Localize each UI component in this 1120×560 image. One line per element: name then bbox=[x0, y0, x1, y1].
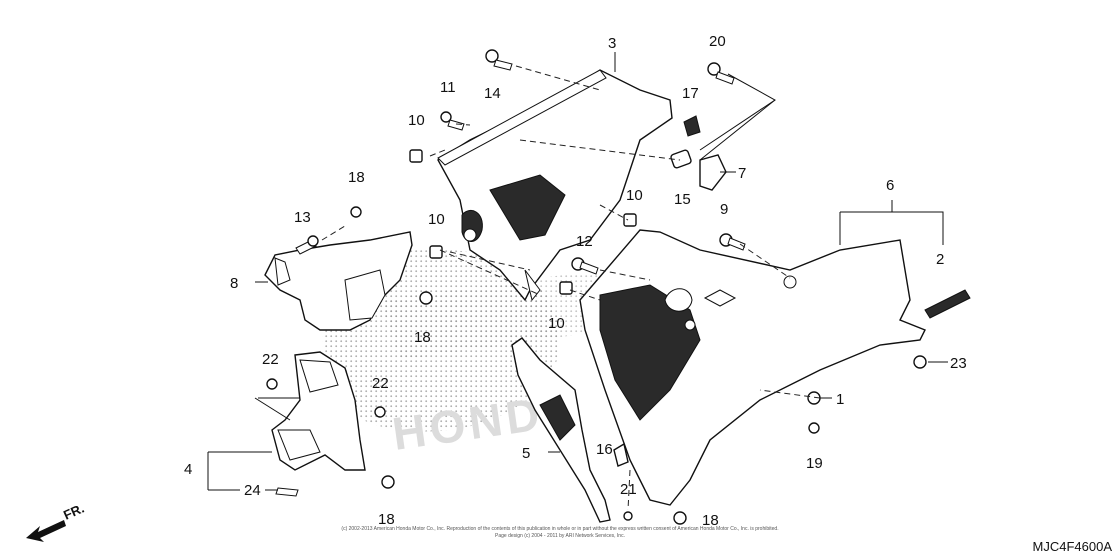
callout-10-a: 10 bbox=[408, 112, 425, 129]
callout-22-b: 22 bbox=[372, 375, 389, 392]
screw-21 bbox=[623, 511, 633, 521]
bolt-13 bbox=[295, 235, 319, 255]
screw-18d bbox=[673, 511, 687, 525]
front-arrow-icon: FR. bbox=[26, 501, 86, 542]
callout-10-c: 10 bbox=[626, 187, 643, 204]
bolt-11 bbox=[440, 111, 465, 131]
callout-18-c: 18 bbox=[378, 511, 395, 528]
callout-6: 6 bbox=[886, 177, 894, 194]
nut-10b bbox=[429, 245, 443, 259]
callout-21: 21 bbox=[620, 481, 637, 498]
part-6-lower-cowl bbox=[579, 229, 926, 506]
callout-18-a: 18 bbox=[348, 169, 365, 186]
screw-22a bbox=[266, 378, 278, 390]
screw-18c bbox=[381, 475, 395, 489]
callout-2: 2 bbox=[936, 251, 944, 268]
callout-10-d: 10 bbox=[548, 315, 565, 332]
callout-17: 17 bbox=[682, 85, 699, 102]
callout-9: 9 bbox=[720, 201, 728, 218]
callout-3: 3 bbox=[608, 35, 616, 52]
callout-20: 20 bbox=[709, 33, 726, 50]
callout-18-d: 18 bbox=[702, 512, 719, 529]
callout-labels: 3 20 11 14 17 10 7 15 10 18 13 10 9 6 12… bbox=[184, 33, 967, 529]
callout-11: 11 bbox=[440, 79, 456, 96]
part-4-duct bbox=[271, 351, 366, 471]
screw-22b bbox=[374, 406, 386, 418]
callout-23: 23 bbox=[950, 355, 967, 372]
diagram-code: MJC4F4600A bbox=[1032, 539, 1112, 554]
callout-14: 14 bbox=[484, 85, 501, 102]
callout-13: 13 bbox=[294, 209, 311, 226]
callout-24: 24 bbox=[244, 482, 261, 499]
part-3-inner-panel bbox=[437, 69, 673, 302]
bolt-20 bbox=[707, 62, 735, 85]
part-5-side-piece bbox=[511, 337, 611, 523]
copyright-line-2: Page design (c) 2004 - 2011 by ARI Netwo… bbox=[495, 533, 625, 539]
part-24-strip bbox=[275, 487, 299, 497]
nut-10d bbox=[559, 281, 573, 295]
part-17-clip bbox=[683, 115, 701, 137]
screw-18b bbox=[419, 291, 433, 305]
bolt-12 bbox=[571, 257, 599, 275]
callout-19: 19 bbox=[806, 455, 823, 472]
bolts bbox=[266, 49, 927, 525]
grommet-19 bbox=[808, 422, 820, 434]
copyright-notice: (c) 2002-2013 American Honda Motor Co., … bbox=[310, 526, 810, 540]
leader-lines bbox=[207, 52, 948, 491]
callout-12: 12 bbox=[576, 233, 593, 250]
callout-8: 8 bbox=[230, 275, 238, 292]
part-15-collar bbox=[670, 149, 692, 169]
callout-22-a: 22 bbox=[262, 351, 279, 368]
copyright-line-1: (c) 2002-2013 American Honda Motor Co., … bbox=[341, 526, 779, 532]
nut-10c bbox=[623, 213, 637, 227]
screw-18a bbox=[350, 206, 362, 218]
callout-5: 5 bbox=[522, 445, 530, 462]
callout-18-b: 18 bbox=[414, 329, 431, 346]
nut-10a bbox=[409, 149, 423, 163]
callout-4: 4 bbox=[184, 461, 192, 478]
callout-16: 16 bbox=[596, 441, 613, 458]
bolt-14 bbox=[485, 49, 513, 71]
callout-1: 1 bbox=[836, 391, 844, 408]
assembly-lines bbox=[321, 65, 821, 511]
part-2-strip bbox=[924, 289, 971, 319]
callout-7: 7 bbox=[738, 165, 746, 182]
part-7-clip bbox=[699, 154, 727, 191]
bolt-9 bbox=[719, 233, 746, 251]
callout-15: 15 bbox=[674, 191, 691, 208]
callout-10-b: 10 bbox=[428, 211, 445, 228]
screw-23 bbox=[913, 355, 927, 369]
front-label: FR. bbox=[61, 501, 86, 523]
part-16-clip bbox=[613, 442, 629, 467]
part-8-bracket bbox=[264, 231, 413, 331]
